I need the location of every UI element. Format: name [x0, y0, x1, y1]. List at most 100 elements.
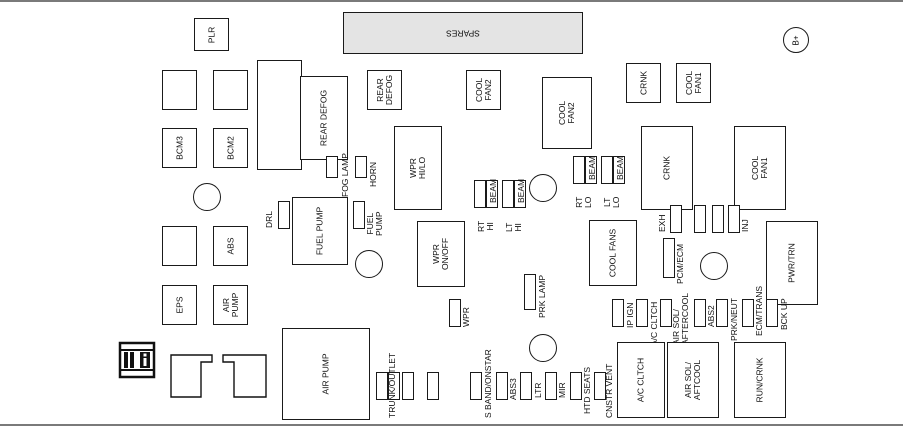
fuse-fuel-pump: [353, 201, 365, 229]
connector-l-right: [222, 352, 268, 398]
fuse-exh: [670, 205, 682, 233]
label-cool-fans: COOL FANS: [607, 228, 618, 278]
battery-terminal: B+: [783, 27, 809, 53]
label-cool-fan1-big: COOL FAN1: [750, 155, 769, 181]
label-exh: EXH: [657, 214, 667, 232]
label-plr: PLR: [206, 26, 216, 43]
label-ecm-trans: ECM/TRANS: [754, 285, 764, 336]
mount-hole-2: [355, 250, 383, 278]
label-spares: SPARES: [446, 28, 480, 39]
label-lt-lo: LT LO: [602, 196, 621, 208]
fuse-ltr: [520, 372, 532, 400]
relay-air-pump-small: AIR PUMP: [213, 285, 248, 325]
label-pwr-trn: PWR/TRN: [786, 243, 797, 283]
fuse-cnstr-vent: [594, 372, 606, 400]
label-cool-fan2-big: COOL FAN2: [557, 100, 576, 126]
relay-wpr-onoff: WPR ON/OFF: [417, 221, 465, 287]
relay-rear-defog-small: REAR DEFOG: [367, 70, 402, 110]
mount-hole-5: [700, 252, 728, 280]
fuse-ac-clth: [636, 299, 648, 327]
mount-hole-3: [529, 334, 557, 362]
fuse-blank-2: [712, 205, 724, 233]
fuse-rt-lo-beam-a: [573, 156, 585, 184]
label-pcm-ecm: PCM/ECM: [675, 243, 685, 284]
label-bcm3: BCM3: [174, 136, 184, 160]
fuse-trunk-outlet-b: [388, 372, 400, 400]
label-drl: DRL: [264, 210, 274, 228]
fuse-inj: [728, 205, 740, 233]
label-cool-fan1-small: COOL FAN1: [683, 70, 703, 96]
spares-block: SPARES: [343, 12, 583, 54]
label-beam-4: BEAM: [615, 155, 625, 180]
relay-pwr-trn: PWR/TRN: [766, 221, 818, 305]
relay-run-crnk: RUN/CRNK: [734, 342, 786, 418]
fuse-pcm-ecm: [663, 238, 675, 278]
relay-bcm2: BCM2: [213, 128, 248, 168]
label-htd-seats: HTD SEATS: [582, 366, 592, 414]
label-wpr: WPR: [461, 307, 471, 327]
label-fuel-pump-small: FUEL PUMP: [365, 211, 384, 236]
label-rt-lo: RT LO: [574, 196, 593, 208]
label-b-plus: B+: [791, 34, 801, 46]
relay-bcm3: BCM3: [162, 128, 197, 168]
fuse-air-sol-small: [660, 299, 672, 327]
label-cool-fan2-small: COOL FAN2: [473, 77, 493, 103]
fuse-lt-lo-beam-a: [601, 156, 613, 184]
label-rear-defog-big: REAR DEFOG: [318, 89, 329, 147]
fuse-rt-lo-beam-b: [585, 156, 597, 184]
fuse-lt-hi-beam-a: [502, 180, 514, 208]
relay-cool-fan1-small: COOL FAN1: [676, 63, 711, 103]
label-wpr-hilo: WPR HI/LO: [408, 156, 427, 180]
label-beam-3: BEAM: [587, 155, 597, 180]
fuse-rt-hi-beam-a: [474, 180, 486, 208]
label-air-sol-small: AIR SOL/ AFTERCOOL: [671, 293, 690, 345]
connector-l-left: [170, 352, 214, 398]
label-lt-hi: LT HI: [504, 222, 523, 232]
label-air-pump-big: AIR PUMP: [320, 353, 331, 395]
fuse-wpr: [449, 299, 461, 327]
label-air-sol-aftcool-big: AIR SOL/ AFTCOOL: [683, 359, 702, 401]
label-ip-ign: IP IGN: [625, 302, 635, 328]
relay-abs: ABS: [213, 226, 248, 266]
fuse-htd-seats: [570, 372, 582, 400]
label-prk-neut: PRK/NEUT: [729, 298, 739, 341]
fuse-abs2: [694, 299, 706, 327]
label-ltr: LTR: [533, 382, 543, 398]
mount-hole-1: [193, 183, 221, 211]
fuse-prk-lamp: [524, 274, 536, 310]
label-horn: HORN: [368, 161, 378, 187]
manual-book-icon: [118, 340, 156, 380]
label-trunk-outlet: TRUNK/OUTLET: [387, 352, 397, 418]
relay-blank-1: [162, 70, 197, 110]
label-air-pump-small: AIR PUMP: [220, 292, 240, 318]
label-beam-2: BEAM: [516, 178, 526, 203]
fuse-horn: [355, 156, 367, 178]
bottom-border: [0, 424, 903, 426]
label-inj: INJ: [740, 219, 750, 232]
relay-ac-clth: A/C CLTCH: [617, 342, 665, 418]
label-crnk-big: CRNK: [661, 155, 672, 181]
relay-cool-fan1-big: COOL FAN1: [734, 126, 786, 210]
label-fuel-pump-big: FUEL PUMP: [314, 206, 325, 256]
label-ac-clth: A/C CLTCH: [649, 301, 659, 346]
label-abs2: ABS2: [706, 305, 716, 327]
label-s-band-onstar: S BAND/ONSTAR: [483, 349, 493, 418]
label-crnk-small: CRNK: [638, 70, 648, 96]
label-eps: EPS: [174, 296, 184, 314]
label-ac-clth-big: A/C CLTCH: [635, 357, 646, 403]
relay-rear-defog-big: REAR DEFOG: [300, 76, 348, 160]
fuse-ecm-trans: [742, 299, 754, 327]
rear-defog-bracket: [257, 60, 302, 170]
relay-air-pump-big: AIR PUMP: [282, 328, 370, 420]
label-fog-lamp: FOG LAMP: [340, 153, 350, 197]
relay-blank-3: [162, 226, 197, 266]
fuse-blank-3: [402, 372, 414, 400]
fuse-plr: PLR: [194, 18, 229, 51]
label-mir: MIR: [557, 382, 567, 398]
relay-eps: EPS: [162, 285, 197, 325]
relay-fuel-pump: FUEL PUMP: [292, 197, 348, 265]
fuse-prk-neut: [716, 299, 728, 327]
label-beam-1: BEAM: [488, 178, 498, 203]
fuse-ip-ign: [612, 299, 624, 327]
